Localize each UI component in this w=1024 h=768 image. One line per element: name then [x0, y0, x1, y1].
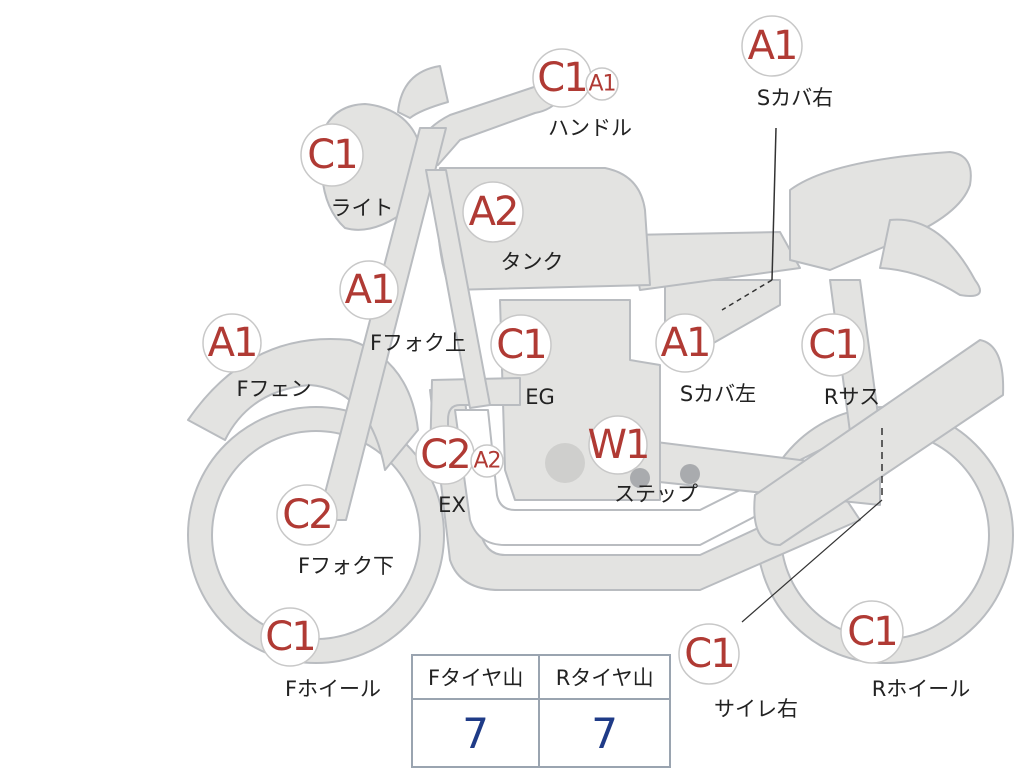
tail-shape: [879, 218, 981, 297]
rear-tread-value: 7: [538, 698, 671, 768]
rear-wheel-grade: C1: [847, 609, 896, 655]
side-cover-left-grade: A1: [661, 320, 710, 366]
silencer-shape: [753, 339, 1005, 546]
part-step: W1 ステップ: [588, 415, 698, 506]
part-light: C1 ライト: [300, 123, 394, 220]
mirror-shape: [397, 65, 449, 119]
light-grade: C1: [307, 132, 356, 178]
front-fender-badge-circle: [202, 313, 262, 373]
leader-lines: [721, 127, 883, 623]
side-cover-left-badge-circle: [655, 313, 715, 373]
light-label: ライト: [331, 196, 394, 220]
engine-cover-circle: [545, 443, 585, 483]
front-tread-value: 7: [410, 698, 541, 768]
motorcycle-illustration: [187, 65, 1014, 664]
side-cover-right-badge-circle: [741, 15, 803, 77]
silencer-right-label: サイレ右: [714, 697, 798, 721]
side-cover-right-label: Sカバ右: [757, 86, 833, 110]
silencer-right-badge-circle: [678, 623, 740, 685]
engine-badge-circle: [490, 314, 552, 376]
rear-tread-header: Rタイヤ山: [538, 654, 671, 700]
exhaust-sub-badge-circle: [470, 444, 504, 478]
front-wheel-badge-circle: [260, 607, 320, 667]
front-wheel-grade: C1: [265, 614, 314, 660]
step-label: ステップ: [614, 482, 698, 506]
handle-sub-badge-circle: [585, 67, 619, 101]
seat-shape: [789, 151, 972, 271]
rear-suspension-badge-circle: [801, 313, 865, 377]
front-fork-shape: [317, 127, 447, 521]
handle-label: ハンドル: [548, 116, 632, 140]
silencer-right-grade: C1: [684, 631, 733, 677]
leader-line-side-cover-right: [771, 127, 777, 281]
fork-upper-grade: A1: [345, 267, 394, 313]
tank-grade: A2: [469, 189, 518, 235]
step-badge-circle: [588, 415, 648, 475]
rear-suspension-grade: C1: [808, 322, 857, 368]
light-badge-circle: [300, 123, 364, 187]
step-peg-left: [630, 468, 650, 488]
front-fender-label: Fフェン: [236, 377, 311, 401]
fork-upper-label: Fフォク上: [370, 331, 466, 355]
engine-grade: C1: [496, 322, 545, 368]
part-tank: A2 タンク: [462, 181, 564, 274]
leader-line-side-cover-right-dashed: [721, 279, 773, 311]
side-cover-left-label: Sカバ左: [680, 382, 756, 406]
fork-upper-badge-circle: [339, 260, 399, 320]
front-tread-header: Fタイヤ山: [410, 654, 541, 700]
rear-suspension-label: Rサス: [824, 385, 880, 409]
leader-line-silencer: [741, 499, 883, 623]
side-cover-right-grade: A1: [748, 23, 797, 69]
step-peg-right: [680, 464, 700, 484]
rear-wheel-badge-circle: [840, 600, 904, 664]
fork-lower-grade: C2: [282, 492, 331, 538]
part-silencer-right: C1 サイレ右: [678, 623, 798, 721]
step-grade: W1: [588, 422, 649, 468]
tank-badge-circle: [462, 181, 524, 243]
tire-tread-table: Fタイヤ山 Rタイヤ山 7 7: [410, 654, 671, 768]
rear-wheel-label: Rホイール: [872, 677, 971, 701]
tank-label: タンク: [501, 250, 564, 274]
front-wheel-label: Fホイール: [285, 677, 381, 701]
exhaust-label: EX: [438, 493, 466, 517]
engine-label: EG: [525, 385, 555, 409]
handle-sub-grade: A1: [588, 72, 615, 97]
exhaust-sub-grade: A2: [473, 449, 500, 474]
fork-lower-badge-circle: [276, 484, 338, 546]
exhaust-grade: C2: [420, 432, 469, 478]
front-fender-grade: A1: [208, 320, 257, 366]
frame-downtube-shape: [425, 169, 491, 409]
handle-grade: C1: [537, 55, 586, 101]
fork-lower-label: Fフォク下: [298, 554, 394, 578]
